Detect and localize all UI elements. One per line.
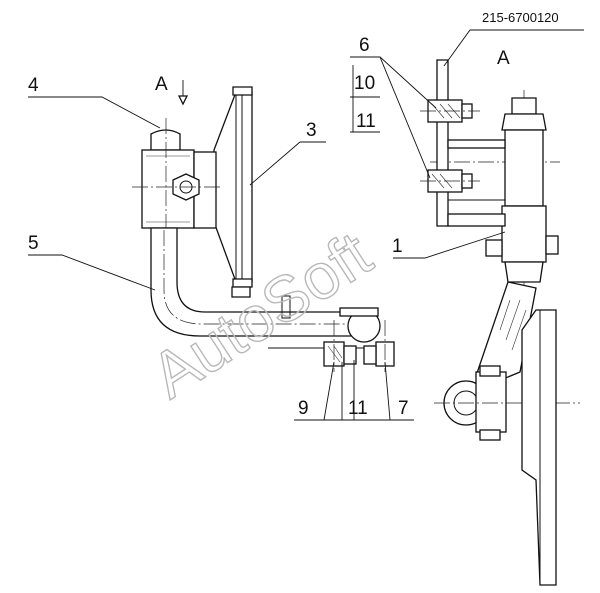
callout-11-bottom: 11	[348, 398, 368, 419]
angled-arm	[475, 281, 537, 383]
callout-9: 9	[298, 398, 309, 419]
view-title-a: A	[497, 48, 510, 69]
callout-10: 10	[354, 73, 375, 94]
left-view	[132, 86, 395, 372]
callout-4: 4	[28, 75, 39, 96]
top-bracket-plate	[436, 59, 449, 227]
drawing-code: 215-6700120	[482, 10, 559, 25]
upright-tube	[504, 129, 544, 207]
callout-11-top: 11	[356, 111, 376, 132]
callout-labels: 215-6700120 A A 4 3 5 6 10 11 1 9 11 7	[28, 10, 559, 419]
leader-lines	[28, 29, 584, 421]
upright-tube-cap	[511, 97, 537, 115]
clamp-top-boss	[150, 129, 181, 151]
callout-7: 7	[398, 398, 409, 419]
callout-5: 5	[28, 233, 39, 254]
right-view-a	[420, 59, 580, 586]
callout-6: 6	[359, 35, 370, 56]
callout-3: 3	[306, 120, 317, 141]
callout-1: 1	[392, 236, 403, 257]
section-mark-a: A	[155, 74, 168, 95]
large-mirror	[521, 309, 557, 586]
